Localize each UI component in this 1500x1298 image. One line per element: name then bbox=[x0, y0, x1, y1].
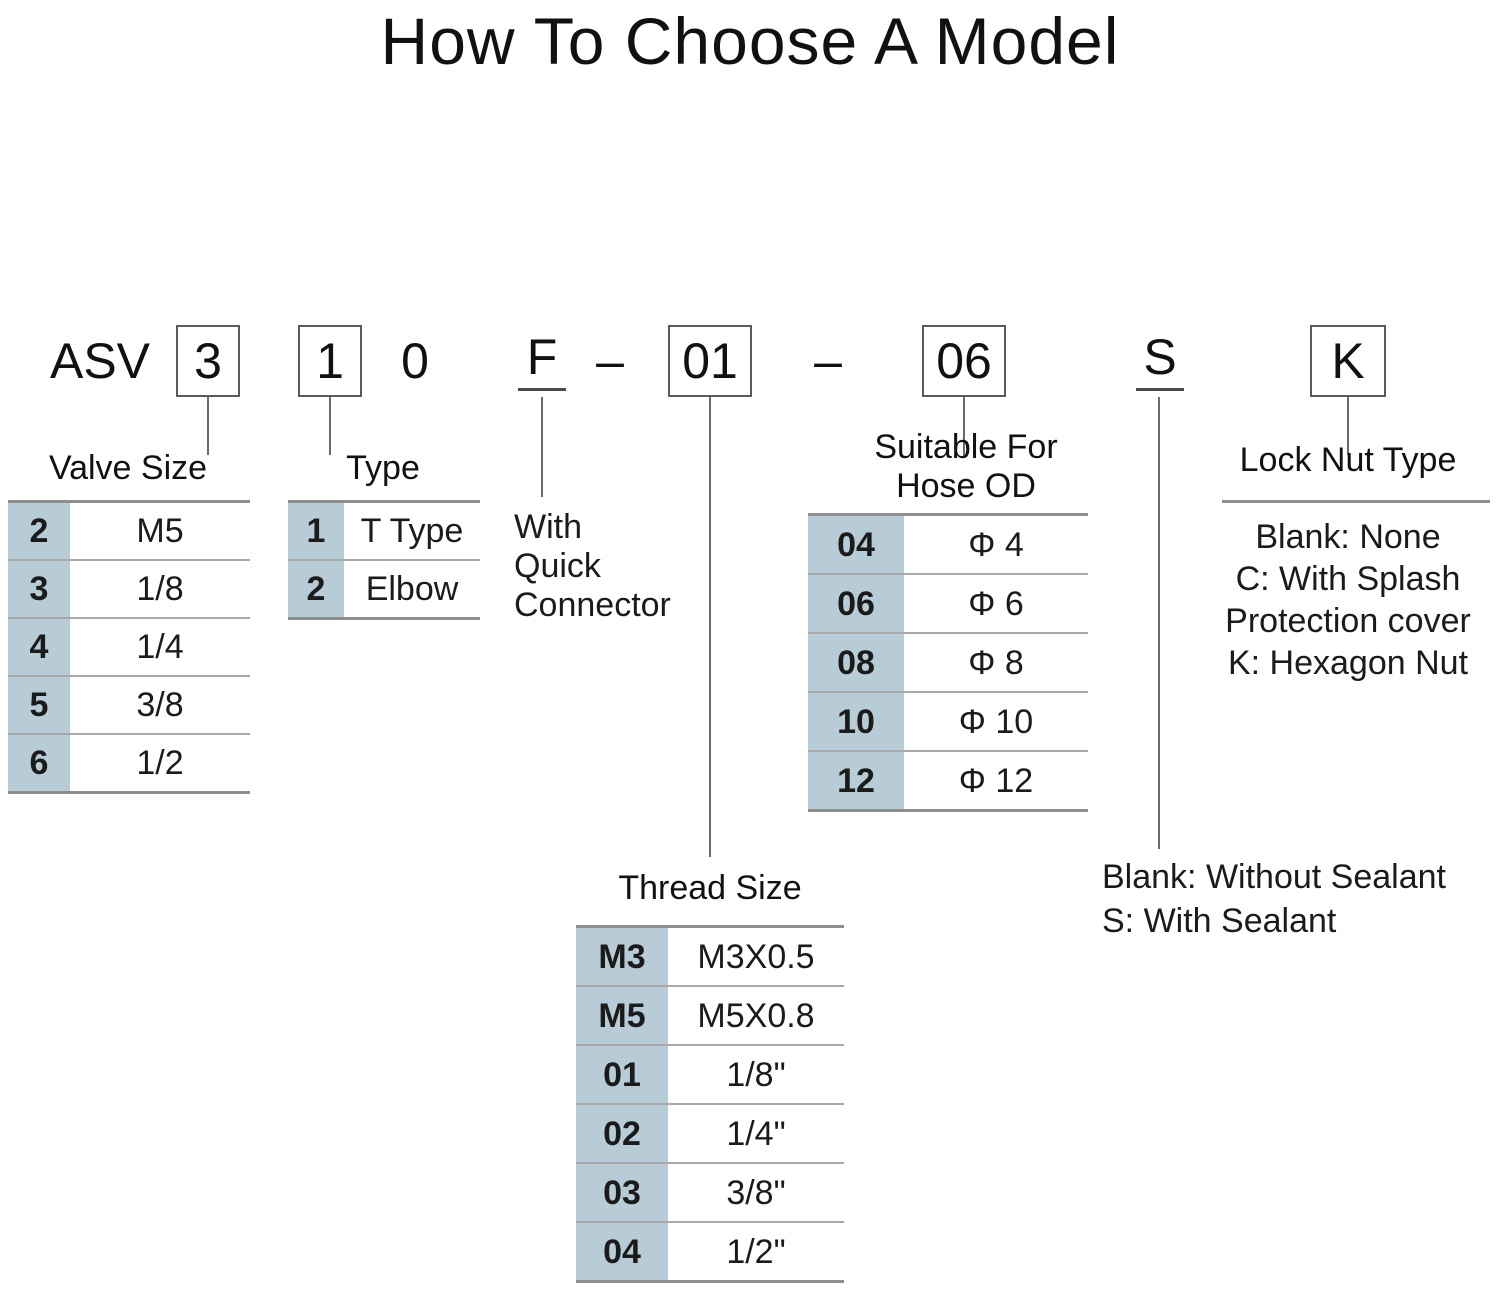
type-table: 1 T Type 2 Elbow bbox=[288, 500, 480, 620]
table-row: 4 1/4 bbox=[8, 618, 250, 677]
hose-od-value: Φ 12 bbox=[958, 761, 1034, 800]
table-row: 2 M5 bbox=[8, 501, 250, 561]
code-segment-quick-connector[interactable]: F bbox=[518, 325, 566, 391]
thread-size-value: 1/4" bbox=[668, 1104, 844, 1164]
sealant-line: Blank: Without Sealant bbox=[1102, 858, 1446, 896]
quick-connector-line: Quick bbox=[514, 547, 601, 585]
valve-size-code: 5 bbox=[8, 676, 70, 735]
type-code: 2 bbox=[288, 560, 344, 619]
lock-nut-rule bbox=[1222, 500, 1490, 503]
table-row: 01 1/8" bbox=[576, 1045, 844, 1105]
lock-nut-line: K: Hexagon Nut bbox=[1227, 644, 1469, 682]
thread-size-value: 1/8" bbox=[668, 1045, 844, 1105]
thread-size-code: M5 bbox=[576, 986, 668, 1046]
lock-nut-title: Lock Nut Type bbox=[1239, 441, 1457, 479]
leader-line-type bbox=[329, 397, 331, 455]
thread-size-code: 01 bbox=[576, 1045, 668, 1105]
hose-od-code: 04 bbox=[808, 514, 904, 575]
hose-od-code: 08 bbox=[808, 633, 904, 693]
thread-size-title: Thread Size bbox=[618, 869, 802, 907]
thread-size-table: M3 M3X0.5 M5 M5X0.8 01 1/8" 02 1/4" 03 3… bbox=[576, 925, 844, 1283]
table-row: 12 Φ 12 bbox=[808, 751, 1088, 811]
thread-size-value: M5X0.8 bbox=[668, 986, 844, 1046]
valve-size-value: 1/8 bbox=[70, 560, 250, 619]
hose-od-title-line1: Suitable For bbox=[874, 428, 1058, 466]
code-segment-zero: 0 bbox=[401, 333, 429, 389]
thread-size-code: 04 bbox=[576, 1222, 668, 1282]
table-row: 04 Φ 4 bbox=[808, 514, 1088, 575]
leader-line-quick-connector bbox=[541, 397, 543, 497]
thread-size-value: 1/2" bbox=[726, 1232, 786, 1271]
valve-size-code: 2 bbox=[8, 501, 70, 561]
thread-size-code: M3 bbox=[576, 926, 668, 987]
leader-line-thread-size bbox=[709, 397, 711, 857]
table-row: 5 3/8 bbox=[8, 676, 250, 735]
code-separator-2: – bbox=[814, 333, 842, 389]
type-value: Elbow bbox=[365, 570, 459, 608]
code-segment-thread-size[interactable]: 01 bbox=[668, 325, 752, 397]
valve-size-table: 2 M5 3 1/8 4 1/4 5 3/8 6 1/2 bbox=[8, 500, 250, 794]
code-segment-asv: ASV bbox=[49, 333, 151, 389]
hose-od-table: 04 Φ 4 06 Φ 6 08 Φ 8 10 Φ 10 12 Φ 12 bbox=[808, 513, 1088, 812]
valve-size-code: 4 bbox=[8, 618, 70, 677]
hose-od-value: Φ 10 bbox=[904, 692, 1088, 752]
code-segment-lock-nut[interactable]: K bbox=[1310, 325, 1386, 397]
code-segment-valve-size[interactable]: 3 bbox=[176, 325, 240, 397]
lock-nut-line: Blank: None bbox=[1255, 518, 1441, 556]
table-row: 10 Φ 10 bbox=[808, 692, 1088, 752]
valve-size-code: 3 bbox=[8, 560, 70, 619]
table-row: 08 Φ 8 bbox=[808, 633, 1088, 693]
model-code-row: ASV 3 1 0 F – 01 – 06 S K bbox=[0, 325, 1500, 405]
table-row: 02 1/4" bbox=[576, 1104, 844, 1164]
table-row: 6 1/2 bbox=[8, 734, 250, 793]
table-row: 1 T Type bbox=[288, 501, 480, 561]
type-title: Type bbox=[346, 449, 420, 487]
thread-size-value: 3/8" bbox=[668, 1163, 844, 1223]
table-row: M3 M3X0.5 bbox=[576, 926, 844, 987]
hose-od-value: Φ 8 bbox=[904, 633, 1088, 693]
table-row: M5 M5X0.8 bbox=[576, 986, 844, 1046]
hose-od-title-line2: Hose OD bbox=[896, 467, 1036, 505]
lock-nut-line: C: With Splash bbox=[1235, 560, 1461, 598]
quick-connector-line: With bbox=[514, 508, 582, 546]
thread-size-code: 03 bbox=[576, 1163, 668, 1223]
lock-nut-line: Protection cover bbox=[1225, 602, 1471, 640]
hose-od-code: 12 bbox=[808, 751, 904, 811]
quick-connector-block: With Quick Connector bbox=[514, 508, 714, 625]
hose-od-code: 10 bbox=[808, 692, 904, 752]
lock-nut-block: Blank: None C: With Splash Protection co… bbox=[1196, 516, 1500, 684]
table-row: 03 3/8" bbox=[576, 1163, 844, 1223]
leader-line-sealant bbox=[1158, 397, 1160, 849]
valve-size-value: M5 bbox=[70, 501, 250, 561]
code-segment-type[interactable]: 1 bbox=[298, 325, 362, 397]
page-title: How To Choose A Model bbox=[380, 4, 1120, 78]
table-row: 2 Elbow bbox=[288, 560, 480, 619]
type-code: 1 bbox=[288, 501, 344, 561]
hose-od-title: Suitable For Hose OD bbox=[838, 428, 1094, 506]
type-value: T Type bbox=[344, 501, 480, 561]
hose-od-value: Φ 6 bbox=[904, 574, 1088, 634]
thread-size-value: M3X0.5 bbox=[668, 926, 844, 987]
valve-size-value: 1/2 bbox=[136, 744, 184, 782]
valve-size-value: 1/4 bbox=[70, 618, 250, 677]
valve-size-value: 3/8 bbox=[70, 676, 250, 735]
code-separator-1: – bbox=[596, 333, 624, 389]
thread-size-code: 02 bbox=[576, 1104, 668, 1164]
table-row: 04 1/2" bbox=[576, 1222, 844, 1282]
valve-size-code: 6 bbox=[8, 734, 70, 793]
hose-od-value: Φ 4 bbox=[904, 514, 1088, 575]
leader-line-lock-nut bbox=[1347, 397, 1349, 455]
leader-line-hose-od bbox=[963, 397, 965, 457]
code-segment-hose-od[interactable]: 06 bbox=[922, 325, 1006, 397]
code-segment-sealant[interactable]: S bbox=[1136, 325, 1184, 391]
quick-connector-line: Connector bbox=[514, 586, 671, 624]
table-row: 06 Φ 6 bbox=[808, 574, 1088, 634]
sealant-block: Blank: Without Sealant S: With Sealant bbox=[1102, 855, 1500, 943]
table-row: 3 1/8 bbox=[8, 560, 250, 619]
valve-size-title: Valve Size bbox=[48, 449, 208, 487]
hose-od-code: 06 bbox=[808, 574, 904, 634]
leader-line-valve-size bbox=[207, 397, 209, 455]
sealant-line: S: With Sealant bbox=[1102, 902, 1337, 940]
